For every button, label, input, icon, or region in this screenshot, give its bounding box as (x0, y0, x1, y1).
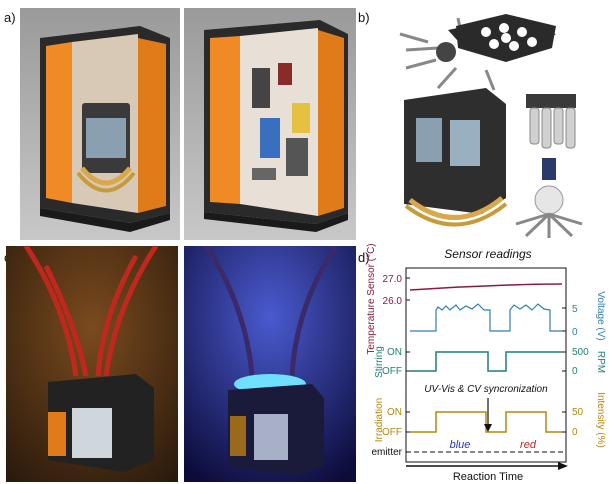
intensity-axis-label: Intensity (%) (595, 392, 606, 448)
sync-arrow-head (484, 424, 492, 432)
irradiation-tick-on: ON (387, 407, 402, 418)
temperature-trace (409, 283, 563, 291)
intensity-tick-0: 0 (572, 427, 578, 438)
temp-tick-27: 27.0 (383, 274, 403, 285)
panel-b-cad (399, 14, 583, 238)
enclosure-open-render (40, 26, 170, 232)
time-arrow-head (558, 462, 568, 470)
stirring-tick-on: ON (387, 347, 402, 358)
plot-frame (405, 267, 567, 463)
intensity-tick-50: 50 (572, 407, 584, 418)
stirring-tick-off: OFF (382, 366, 402, 377)
voltage-trace (410, 303, 562, 332)
rpm-axis-label: RPM (595, 351, 606, 373)
emitter-label: emitter (371, 447, 402, 458)
voltage-tick-0: 0 (572, 327, 578, 338)
rpm-tick-500: 500 (572, 347, 589, 358)
vial-set-render (526, 94, 576, 149)
sync-annotation-text: UV-Vis & CV syncronization (424, 384, 548, 395)
panel-label-b: b) (358, 10, 370, 25)
chart-title: Sensor readings (444, 247, 531, 261)
temperature-axis-label: Temperature Sensor (°C) (366, 244, 377, 355)
temperature-axis-label-text: Temperature Sensor (°C) (366, 244, 377, 355)
photo-blue-irradiation (184, 246, 356, 482)
photo-ambient-light (6, 246, 178, 482)
tick-marks (406, 277, 566, 433)
irradiation-tick-off: OFF (382, 427, 402, 438)
irradiation-trace (410, 411, 562, 433)
stirring-axis-label: Stirring (374, 346, 385, 378)
stirring-trace (410, 351, 562, 372)
panel-a-renders (20, 8, 356, 240)
panel-label-d: d) (358, 250, 370, 265)
voltage-tick-5: 5 (572, 304, 578, 315)
sensor-readings-chart: Sensor readings Temperature Sensor (°C) … (366, 244, 606, 482)
enclosure-back-render (204, 20, 348, 232)
temp-tick-26: 26.0 (383, 296, 403, 307)
panel-label-a: a) (4, 10, 16, 25)
flask-render (515, 158, 583, 238)
irradiation-axis-label: Irradiation (374, 398, 385, 442)
voltage-axis-label: Voltage (V) (595, 291, 606, 340)
lid-plate-render (456, 14, 556, 62)
emitter-red: red (520, 439, 537, 451)
panel-c-photos (6, 246, 356, 482)
emitter-blue: blue (450, 439, 471, 451)
sync-annotation: UV-Vis & CV syncronization (424, 384, 548, 395)
rpm-tick-0: 0 (572, 366, 578, 377)
x-axis-label: Reaction Time (453, 471, 523, 482)
